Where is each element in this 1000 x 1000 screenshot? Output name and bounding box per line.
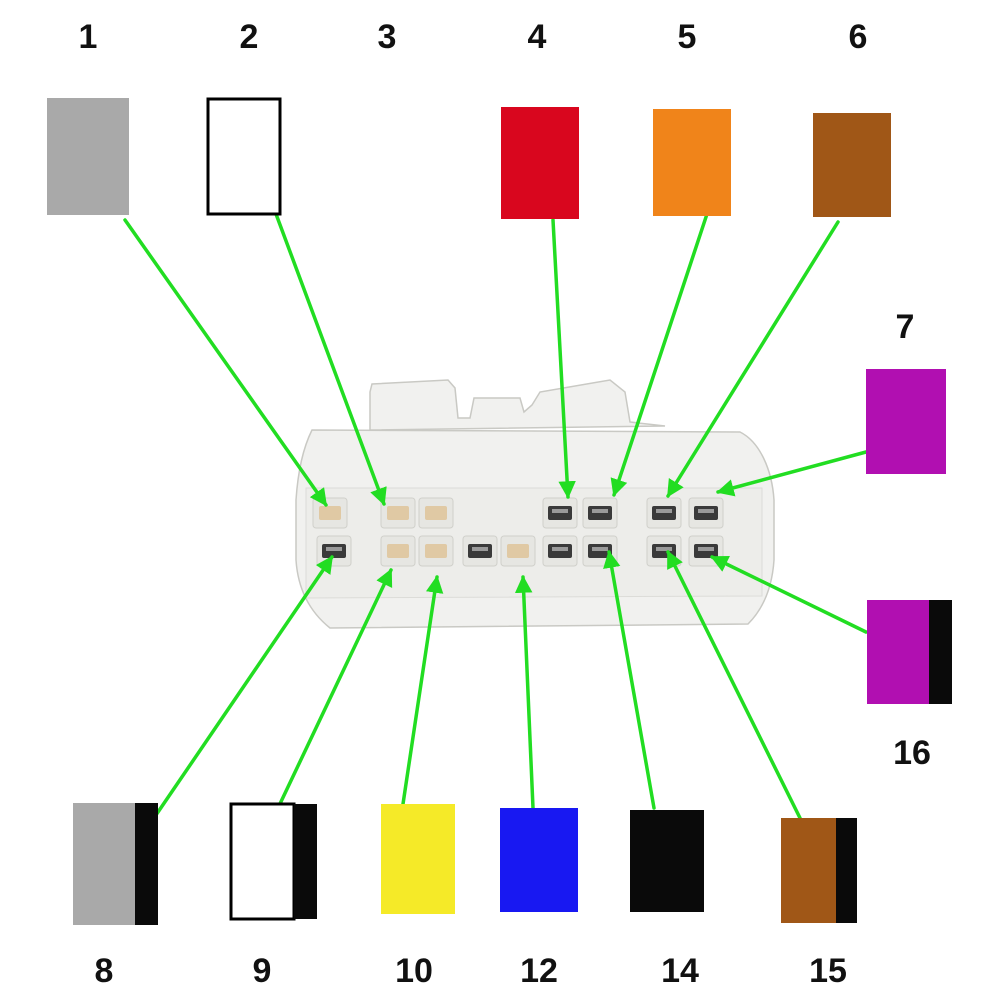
wire-swatch-pin-6 (813, 113, 891, 217)
arrow-pin-2 (274, 212, 387, 506)
terminal-pin-bottom-1 (387, 544, 409, 558)
terminal-highlight-bottom-7 (656, 547, 672, 551)
pin-number-2: 2 (240, 18, 259, 56)
arrow-pin-7 (716, 450, 868, 497)
wire-color-violet-pin-7 (866, 369, 946, 474)
wire-color-grey-pin-1 (47, 98, 129, 215)
wire-swatch-pin-14 (630, 810, 704, 912)
wire-swatch-pin-1 (47, 98, 129, 215)
terminal-highlight-top-4 (592, 509, 608, 513)
pin-number-12: 12 (520, 952, 558, 990)
terminal-cavities (312, 497, 724, 567)
arrow-pin-1 (123, 218, 328, 507)
wire-color-grey-pin-8 (73, 803, 135, 925)
arrow-pin-6 (666, 220, 840, 498)
pin-number-1: 1 (79, 18, 98, 56)
arrow-pin-9 (276, 568, 393, 810)
wire-swatch-pin-16 (867, 600, 952, 704)
wire-color-swatches (47, 97, 952, 925)
connector-housing (295, 379, 775, 629)
wire-color-orange-pin-5 (653, 109, 731, 216)
terminal-pin-bottom-4 (507, 544, 529, 558)
terminal-highlight-bottom-6 (592, 547, 608, 551)
pin-number-3: 3 (378, 18, 397, 56)
wire-color-yellow-pin-10 (381, 804, 455, 914)
terminal-highlight-top-6 (698, 509, 714, 513)
arrows-layer (123, 212, 868, 820)
pin-number-7: 7 (896, 308, 915, 346)
wire-swatch-pin-8 (73, 803, 158, 925)
wire-swatch-pin-15 (781, 818, 857, 923)
wire-color-blue-pin-12 (500, 808, 578, 912)
tracer-stripe-black-pin-8 (135, 803, 158, 925)
wire-swatch-pin-2 (206, 97, 282, 216)
terminal-pin-bottom-2 (425, 544, 447, 558)
tracer-stripe-black-pin-9 (294, 804, 317, 919)
arrow-pin-10 (401, 575, 444, 806)
wire-color-red-pin-4 (501, 107, 579, 219)
pin-number-10: 10 (395, 952, 433, 990)
terminal-highlight-bottom-0 (326, 547, 342, 551)
wire-swatch-pin-7 (866, 369, 946, 474)
arrow-pin-4 (551, 218, 576, 499)
pin-number-5: 5 (678, 18, 697, 56)
arrow-pin-5 (610, 212, 709, 497)
arrow-pin-15 (666, 550, 802, 820)
wire-color-white-pin-9 (229, 802, 296, 921)
tracer-stripe-black-pin-15 (836, 818, 857, 923)
pin-number-14: 14 (661, 952, 699, 990)
terminal-highlight-top-5 (656, 509, 672, 513)
terminal-highlight-bottom-5 (552, 547, 568, 551)
wire-color-brown-pin-6 (813, 113, 891, 217)
terminal-pin-top-1 (387, 506, 409, 520)
arrow-pin-8 (154, 555, 334, 817)
wire-swatch-pin-12 (500, 808, 578, 912)
terminal-pin-top-0 (319, 506, 341, 520)
wire-swatch-pin-5 (653, 109, 731, 216)
wire-color-white-pin-2 (206, 97, 282, 216)
pin-number-8: 8 (95, 952, 114, 990)
terminal-highlight-top-3 (552, 509, 568, 513)
terminal-highlight-bottom-3 (472, 547, 488, 551)
arrow-pin-12 (514, 575, 535, 810)
pin-number-15: 15 (809, 952, 847, 990)
terminal-pin-top-2 (425, 506, 447, 520)
arrow-pin-16 (710, 555, 868, 634)
tracer-stripe-black-pin-16 (929, 600, 952, 704)
arrow-pin-14 (603, 550, 656, 810)
wire-swatch-pin-9 (229, 802, 317, 921)
wire-color-violet-pin-16 (867, 600, 929, 704)
pin-number-4: 4 (528, 18, 547, 56)
wire-color-black-pin-14 (630, 810, 704, 912)
pin-number-16: 16 (893, 734, 931, 772)
pin-number-6: 6 (849, 18, 868, 56)
pin-number-9: 9 (253, 952, 272, 990)
wire-color-brown-pin-15 (781, 818, 836, 923)
wire-swatch-pin-4 (501, 107, 579, 219)
wire-swatch-pin-10 (381, 804, 455, 914)
terminal-highlight-bottom-8 (698, 547, 714, 551)
housing-top-tab (369, 379, 666, 431)
